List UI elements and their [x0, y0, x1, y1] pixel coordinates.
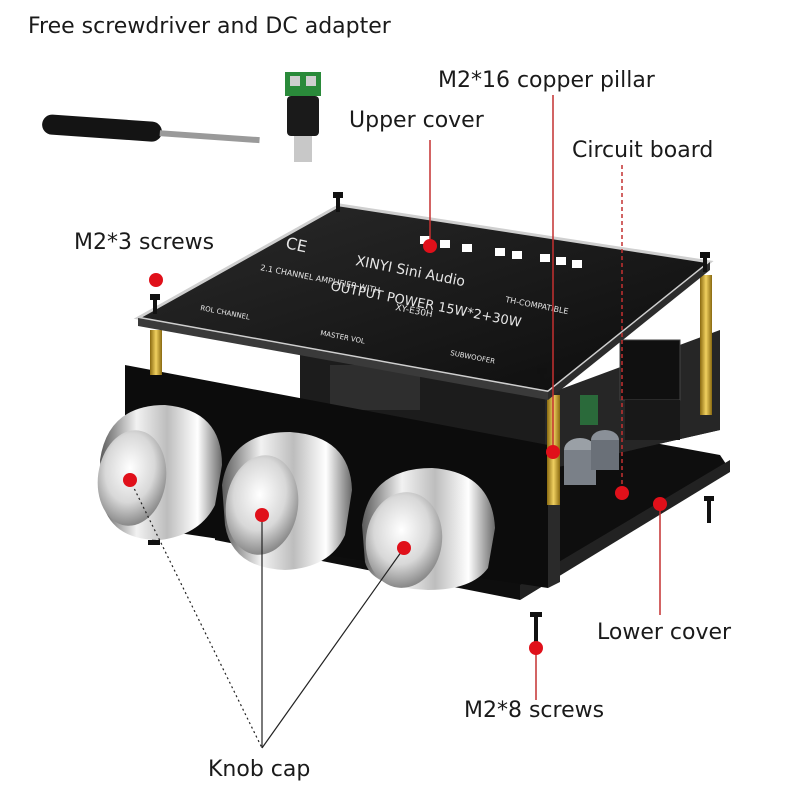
dc-adapter [285, 72, 321, 162]
label-m2-8-screws: M2*8 screws [464, 698, 605, 723]
screwdriver [42, 114, 260, 144]
knob-right [362, 468, 495, 590]
knob-middle [222, 432, 352, 570]
label-accessories: Free screwdriver and DC adapter [28, 14, 391, 39]
label-knob-cap: Knob cap [208, 757, 311, 782]
marker-knob-right [397, 541, 411, 555]
ce-mark: CE [284, 233, 309, 256]
marker-knob-left [123, 473, 137, 487]
marker-upper-cover [423, 239, 437, 253]
marker-m2-3 [149, 273, 163, 287]
label-m2-3-screws: M2*3 screws [74, 230, 215, 255]
marker-pillar [546, 445, 560, 459]
label-lower-cover: Lower cover [597, 620, 732, 645]
knob-leaders [129, 479, 405, 749]
marker-circuit-board [615, 486, 629, 500]
label-circuit-board: Circuit board [572, 138, 714, 163]
leader-lines [429, 95, 661, 700]
markers [123, 239, 667, 655]
marker-lower-cover [653, 497, 667, 511]
label-copper-pillar: M2*16 copper pillar [438, 68, 655, 93]
label-upper-cover: Upper cover [349, 108, 484, 133]
knob-left [97, 405, 222, 540]
marker-m2-8 [529, 641, 543, 655]
marker-knob-middle [255, 508, 269, 522]
